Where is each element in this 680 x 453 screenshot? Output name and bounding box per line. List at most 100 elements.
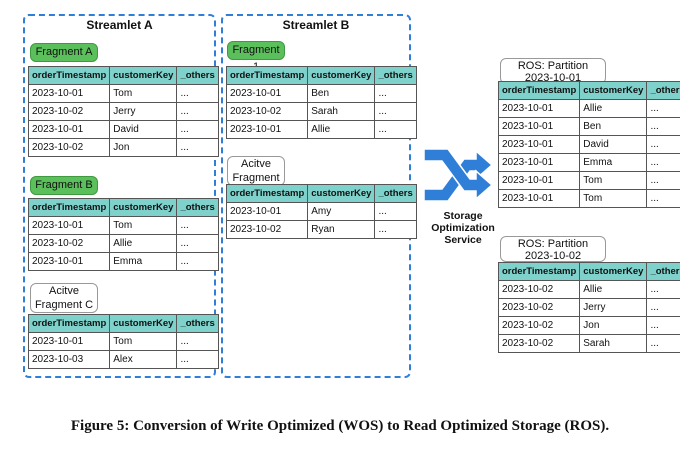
table-cell: Alex bbox=[109, 350, 178, 369]
table-cell: ... bbox=[176, 332, 219, 351]
column-header: _others bbox=[646, 81, 680, 100]
table-cell: Sarah bbox=[307, 102, 376, 121]
table-cell: ... bbox=[646, 334, 680, 353]
table-cell: ... bbox=[176, 234, 219, 253]
table-cell: Allie bbox=[109, 234, 178, 253]
table-cell: 2023-10-01 bbox=[497, 135, 581, 154]
table-cell: Jerry bbox=[579, 298, 648, 317]
table-cell: 2023-10-03 bbox=[27, 350, 111, 369]
column-header: orderTimestamp bbox=[497, 262, 581, 281]
table-cell: ... bbox=[176, 138, 219, 157]
table-cell: Ryan bbox=[307, 220, 376, 239]
column-header: _others bbox=[374, 184, 417, 203]
table-cell: 2023-10-01 bbox=[225, 202, 309, 221]
table-cell: Amy bbox=[307, 202, 376, 221]
figure-caption: Figure 5: Conversion of Write Optimized … bbox=[70, 418, 610, 434]
table-cell: Tom bbox=[109, 332, 178, 351]
table-cell: 2023-10-02 bbox=[27, 102, 111, 121]
ros-partition-1-table: orderTimestampcustomerKey_others2023-10-… bbox=[497, 81, 680, 208]
table-cell: ... bbox=[374, 202, 417, 221]
column-header: _others bbox=[176, 314, 219, 333]
table-cell: 2023-10-02 bbox=[27, 138, 111, 157]
table-cell: 2023-10-01 bbox=[497, 171, 581, 190]
streamlet-b-title: Streamlet B bbox=[282, 18, 350, 32]
column-header: _others bbox=[646, 262, 680, 281]
column-header: orderTimestamp bbox=[27, 198, 111, 217]
table-cell: David bbox=[109, 120, 178, 139]
table-cell: Jon bbox=[109, 138, 178, 157]
table-cell: ... bbox=[176, 102, 219, 121]
arrow-down-right-shape bbox=[423, 148, 494, 201]
table-cell: 2023-10-02 bbox=[225, 102, 309, 121]
table-cell: ... bbox=[646, 153, 680, 172]
table-cell: 2023-10-01 bbox=[225, 84, 309, 103]
table-cell: 2023-10-01 bbox=[497, 189, 581, 208]
table-cell: ... bbox=[646, 298, 680, 317]
table-cell: ... bbox=[646, 135, 680, 154]
table-cell: David bbox=[579, 135, 648, 154]
table-cell: ... bbox=[646, 171, 680, 190]
table-cell: 2023-10-01 bbox=[497, 117, 581, 136]
table-cell: Allie bbox=[307, 120, 376, 139]
table-cell: ... bbox=[176, 120, 219, 139]
ros-partition-2-table: orderTimestampcustomerKey_others2023-10-… bbox=[497, 262, 680, 353]
ros-partition-2-label: ROS: Partition 2023-10-02 bbox=[500, 236, 606, 262]
table-cell: 2023-10-01 bbox=[27, 84, 111, 103]
table-cell: 2023-10-02 bbox=[225, 220, 309, 239]
column-header: orderTimestamp bbox=[497, 81, 581, 100]
shuffle-arrows-icon bbox=[423, 148, 494, 202]
column-header: customerKey bbox=[109, 314, 178, 333]
fragment-c-label: Acitve Fragment C bbox=[30, 283, 98, 313]
table-cell: ... bbox=[176, 252, 219, 271]
column-header: orderTimestamp bbox=[225, 184, 309, 203]
table-cell: ... bbox=[374, 84, 417, 103]
fragment-a-label: Fragment A bbox=[30, 43, 98, 62]
table-cell: ... bbox=[646, 117, 680, 136]
table-cell: Allie bbox=[579, 99, 648, 118]
table-cell: 2023-10-02 bbox=[497, 298, 581, 317]
table-cell: 2023-10-02 bbox=[497, 280, 581, 299]
table-cell: Tom bbox=[579, 189, 648, 208]
column-header: customerKey bbox=[579, 262, 648, 281]
table-cell: ... bbox=[646, 316, 680, 335]
table-cell: ... bbox=[646, 280, 680, 299]
table-cell: ... bbox=[176, 350, 219, 369]
table-cell: 2023-10-01 bbox=[27, 120, 111, 139]
column-header: customerKey bbox=[307, 184, 376, 203]
column-header: customerKey bbox=[109, 66, 178, 85]
table-cell: 2023-10-02 bbox=[27, 234, 111, 253]
table-cell: Emma bbox=[109, 252, 178, 271]
table-cell: Jerry bbox=[109, 102, 178, 121]
table-cell: Emma bbox=[579, 153, 648, 172]
column-header: orderTimestamp bbox=[225, 66, 309, 85]
table-cell: 2023-10-02 bbox=[497, 334, 581, 353]
column-header: orderTimestamp bbox=[27, 66, 111, 85]
storage-optimization-service-label: Storage Optimization Service bbox=[431, 210, 495, 246]
fragment-b-label: Fragment B bbox=[30, 176, 98, 195]
column-header: _others bbox=[176, 66, 219, 85]
table-cell: 2023-10-01 bbox=[27, 332, 111, 351]
column-header: _others bbox=[176, 198, 219, 217]
table-cell: ... bbox=[176, 84, 219, 103]
table-cell: 2023-10-01 bbox=[225, 120, 309, 139]
